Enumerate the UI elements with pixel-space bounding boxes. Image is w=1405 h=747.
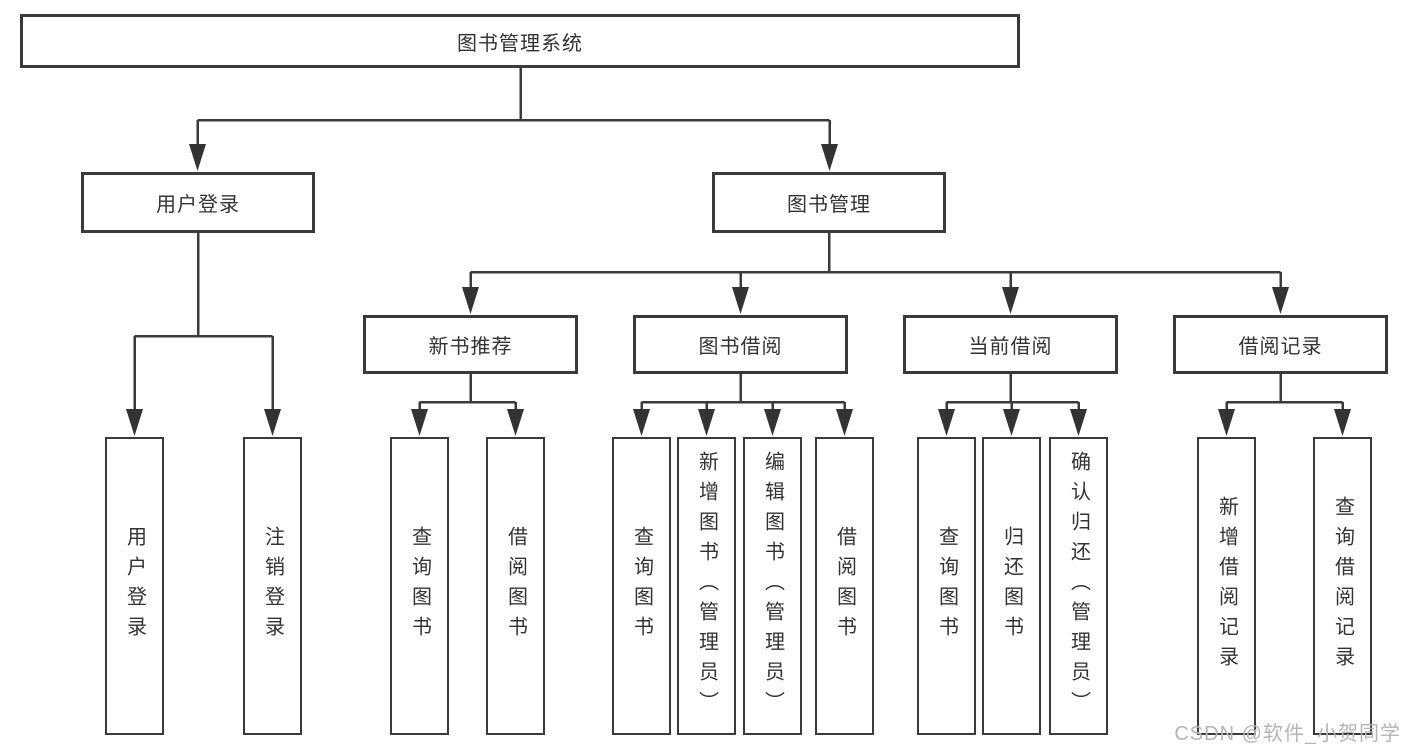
arrow-down-icon xyxy=(732,287,749,314)
arrow-down-icon xyxy=(189,144,206,171)
arrow-down-icon xyxy=(1272,287,1289,314)
watermark: CSDN @软件_小贺同学 xyxy=(1174,723,1401,745)
node-leaf-borrow-books: 借阅图书 xyxy=(815,437,874,735)
arrow-down-icon xyxy=(1003,409,1020,436)
arrow-down-icon xyxy=(1070,409,1087,436)
node-current-borrow: 当前借阅 xyxy=(903,315,1118,374)
node-book-borrow: 图书借阅 xyxy=(633,315,848,374)
node-new-book-recommend: 新书推荐 xyxy=(363,315,578,374)
node-user-login: 用户登录 xyxy=(81,172,315,233)
arrow-down-icon xyxy=(126,409,143,436)
arrow-down-icon xyxy=(938,409,955,436)
node-leaf-query-books: 查询图书 xyxy=(390,437,449,735)
node-leaf-borrow-books: 借阅图书 xyxy=(486,437,545,735)
arrow-down-icon xyxy=(633,409,650,436)
node-leaf-query-borrow-record: 查询借阅记录 xyxy=(1313,437,1372,735)
node-leaf-logout: 注销登录 xyxy=(243,437,302,735)
node-leaf-edit-books-admin: 编辑图书（管理员） xyxy=(743,437,802,735)
node-book-management: 图书管理 xyxy=(712,172,946,233)
node-borrow-records: 借阅记录 xyxy=(1173,315,1388,374)
arrow-down-icon xyxy=(264,409,281,436)
node-library-management-system: 图书管理系统 xyxy=(20,14,1020,68)
arrow-down-icon xyxy=(411,409,428,436)
arrow-down-icon xyxy=(462,287,479,314)
arrow-down-icon xyxy=(764,409,781,436)
node-leaf-add-books-admin: 新增图书（管理员） xyxy=(677,437,736,735)
arrow-down-icon xyxy=(698,409,715,436)
arrow-down-icon xyxy=(1002,287,1019,314)
node-leaf-user-login: 用户登录 xyxy=(105,437,164,735)
node-leaf-confirm-return-admin: 确认归还（管理员） xyxy=(1049,437,1108,735)
node-leaf-return-books: 归还图书 xyxy=(982,437,1041,735)
arrow-down-icon xyxy=(836,409,853,436)
arrow-down-icon xyxy=(507,409,524,436)
arrow-down-icon xyxy=(1218,409,1235,436)
node-leaf-add-borrow-record: 新增借阅记录 xyxy=(1197,437,1256,735)
arrow-down-icon xyxy=(1334,409,1351,436)
node-leaf-query-books: 查询图书 xyxy=(917,437,976,735)
node-leaf-query-books: 查询图书 xyxy=(612,437,671,735)
arrow-down-icon xyxy=(821,144,838,171)
